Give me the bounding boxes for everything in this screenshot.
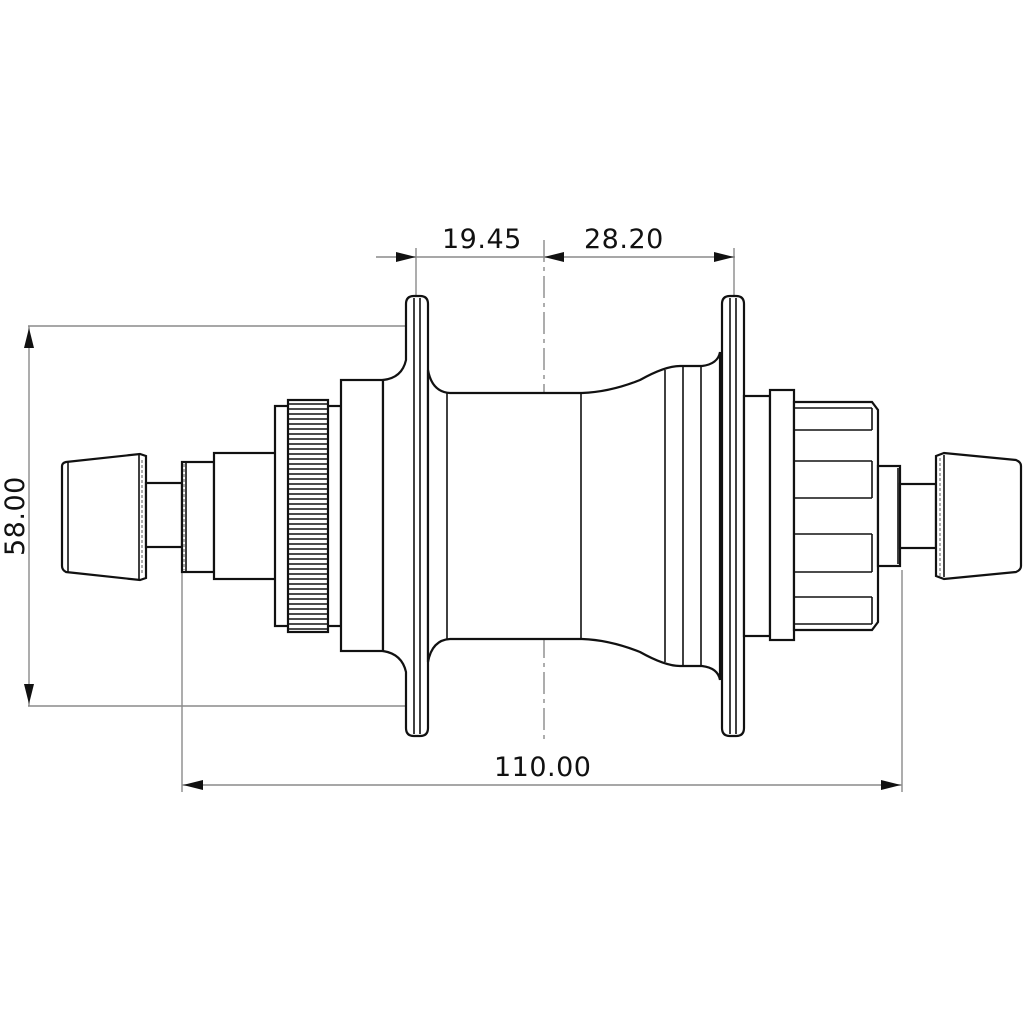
arrow-icon	[881, 780, 901, 790]
dimension-left-flange-offset: 19.45	[442, 224, 522, 255]
hub-body	[426, 351, 722, 681]
right-flange	[720, 294, 746, 738]
freehub-splines	[794, 407, 873, 625]
arrow-icon	[544, 252, 564, 262]
freehub-body	[742, 388, 880, 642]
arrow-icon	[714, 252, 734, 262]
dimension-flange-diameter: 58.00	[0, 476, 31, 556]
dimension-right-flange-offset: 28.20	[584, 224, 664, 255]
arrow-icon	[183, 780, 203, 790]
rotor-mount	[273, 378, 385, 653]
arrow-icon	[396, 252, 416, 262]
dimension-overall-width: 110.00	[494, 752, 592, 783]
right-end-cap	[876, 451, 1023, 581]
spline-teeth	[289, 403, 327, 630]
end-cap-knurls	[141, 458, 941, 576]
left-flange	[381, 294, 430, 738]
dimension-lines	[24, 248, 903, 792]
arrow-icon	[24, 328, 34, 348]
left-end-cap	[60, 451, 278, 582]
arrow-icon	[24, 684, 34, 704]
